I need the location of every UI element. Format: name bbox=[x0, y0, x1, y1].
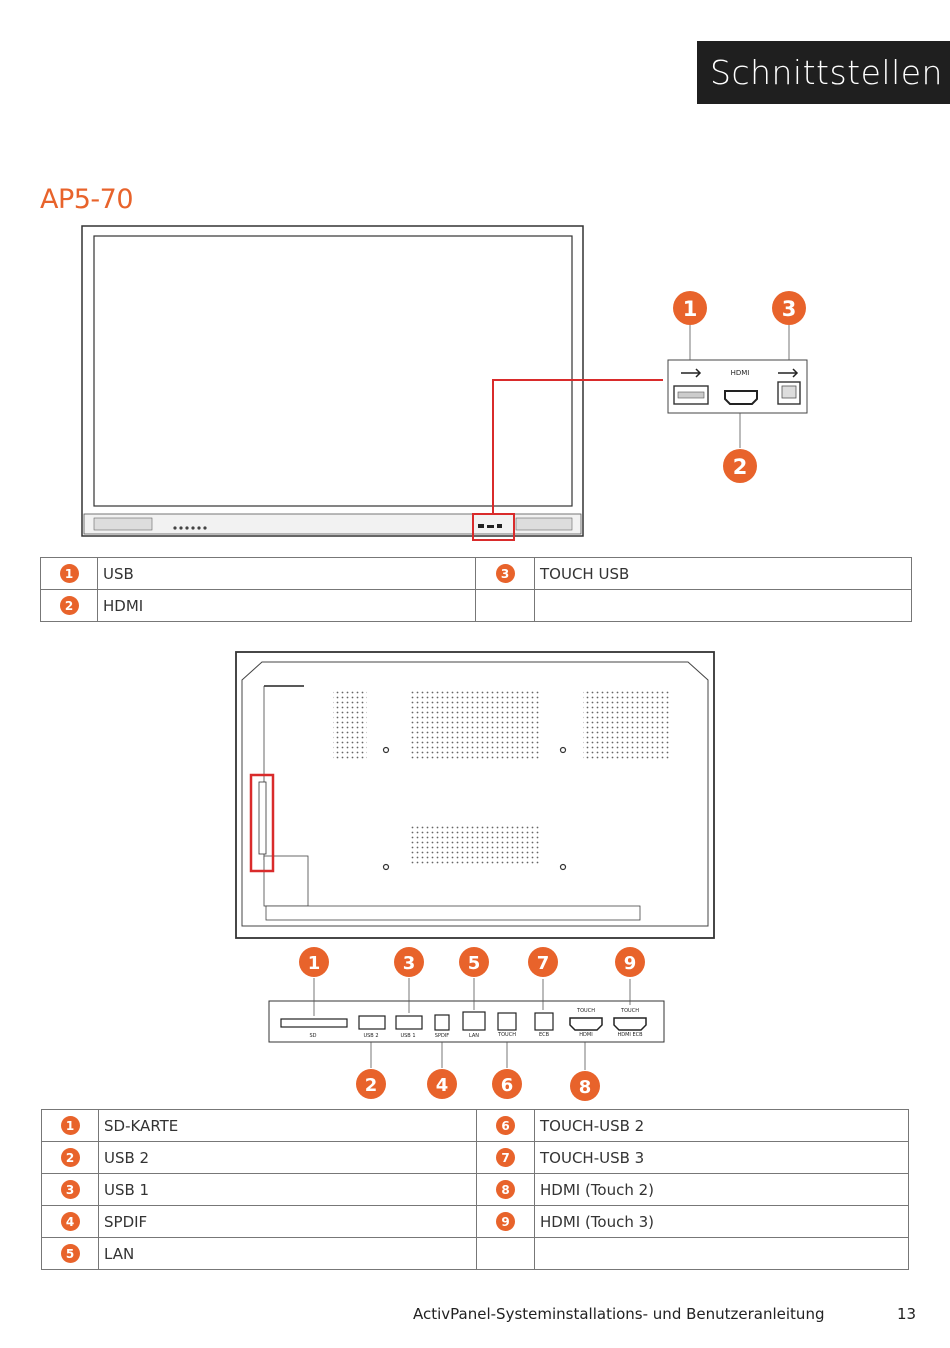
hdmi-touch3-port bbox=[613, 1017, 647, 1031]
hdmi-touch3-label: HDMI ECB bbox=[617, 1032, 643, 1038]
spdif-label: SPDIF bbox=[435, 1033, 450, 1039]
legend-number: 4 bbox=[60, 1212, 80, 1232]
callout-6: 6 bbox=[492, 1069, 522, 1099]
svg-text:8: 8 bbox=[579, 1077, 592, 1098]
hdmi-touch2-top-label: TOUCH bbox=[576, 1008, 595, 1014]
svg-text:5: 5 bbox=[468, 953, 481, 974]
lan-port bbox=[462, 1011, 486, 1031]
table-row: 1 USB 3 TOUCH USB bbox=[40, 557, 912, 590]
svg-text:6: 6 bbox=[501, 1075, 514, 1096]
legend-label: USB 1 bbox=[98, 1173, 477, 1206]
svg-text:2: 2 bbox=[365, 1075, 378, 1096]
section-title: Schnittstellen bbox=[710, 53, 943, 92]
svg-text:3: 3 bbox=[403, 953, 416, 974]
touch-usb2-port bbox=[497, 1012, 517, 1031]
front-bezel-strip bbox=[83, 513, 582, 535]
legend-number: 9 bbox=[496, 1212, 515, 1232]
rear-panel-diagram: SD USB 2 USB 1 SPDIF LAN TOUCH ECB HDMI … bbox=[235, 651, 715, 1101]
legend-number: 2 bbox=[59, 596, 79, 616]
vent-left bbox=[333, 689, 367, 761]
touch-usb2-label: TOUCH bbox=[497, 1032, 516, 1038]
legend-label: HDMI (Touch 3) bbox=[534, 1205, 909, 1238]
usb-icon bbox=[681, 368, 702, 378]
hdmi-touch3-top-label: TOUCH bbox=[620, 1008, 639, 1014]
callout-1: 1 bbox=[673, 291, 707, 325]
svg-text:1: 1 bbox=[683, 297, 698, 321]
table-row: 5 LAN bbox=[41, 1237, 909, 1270]
vent-bottom bbox=[410, 826, 539, 866]
callout-3: 3 bbox=[772, 291, 806, 325]
speaker-right bbox=[515, 517, 573, 531]
legend-label: HDMI (Touch 2) bbox=[534, 1173, 909, 1206]
callout-3: 3 bbox=[394, 947, 424, 977]
legend-front: 1 USB 3 TOUCH USB 2 HDMI bbox=[40, 557, 912, 622]
svg-text:2: 2 bbox=[733, 455, 748, 479]
hdmi-port-label: HDMI bbox=[731, 369, 750, 377]
legend-label: SD-KARTE bbox=[98, 1109, 477, 1142]
legend-rear: 1 SD-KARTE 6 TOUCH-USB 2 2 USB 2 7 TOUCH… bbox=[41, 1109, 909, 1270]
rear-inner-outline bbox=[241, 661, 709, 927]
svg-text:1: 1 bbox=[308, 953, 321, 974]
legend-label: USB 2 bbox=[98, 1141, 477, 1174]
hdmi-touch2-label: HDMI bbox=[579, 1032, 592, 1038]
callout-2: 2 bbox=[356, 1069, 386, 1099]
usb1-label: USB 1 bbox=[400, 1033, 415, 1039]
callout-1: 1 bbox=[299, 947, 329, 977]
callout-8: 8 bbox=[570, 1071, 600, 1101]
table-row: 1 SD-KARTE 6 TOUCH-USB 2 bbox=[41, 1109, 909, 1142]
model-name: AP5-70 bbox=[40, 184, 134, 215]
vent-center bbox=[410, 689, 539, 761]
sd-label: SD bbox=[309, 1033, 316, 1039]
sd-slot bbox=[280, 1018, 348, 1028]
vent-right bbox=[583, 689, 670, 761]
speaker-left bbox=[93, 517, 153, 531]
usb2-port bbox=[358, 1015, 386, 1030]
front-panel-diagram: HDMI 1 3 2 bbox=[81, 225, 808, 541]
legend-label: USB bbox=[97, 557, 476, 590]
legend-label: TOUCH-USB 2 bbox=[534, 1109, 909, 1142]
legend-label: SPDIF bbox=[98, 1205, 477, 1238]
lan-label: LAN bbox=[469, 1033, 479, 1039]
callout-7: 7 bbox=[528, 947, 558, 977]
legend-number: 2 bbox=[60, 1148, 80, 1168]
touch-usb3-label: ECB bbox=[539, 1032, 550, 1038]
legend-number: 1 bbox=[59, 564, 79, 584]
table-row: 2 USB 2 7 TOUCH-USB 3 bbox=[41, 1141, 909, 1174]
legend-number: 1 bbox=[60, 1116, 80, 1136]
usb1-port bbox=[395, 1015, 423, 1030]
legend-label: TOUCH-USB 3 bbox=[534, 1141, 909, 1174]
hdmi-port bbox=[724, 390, 758, 405]
section-header: Schnittstellen bbox=[697, 41, 950, 104]
callout-9: 9 bbox=[615, 947, 645, 977]
touch-usb-icon bbox=[778, 368, 799, 378]
page-number: 13 bbox=[897, 1305, 917, 1323]
svg-text:7: 7 bbox=[537, 953, 550, 974]
table-row: 4 SPDIF 9 HDMI (Touch 3) bbox=[41, 1205, 909, 1238]
legend-number: 7 bbox=[496, 1148, 515, 1168]
spdif-port bbox=[434, 1014, 450, 1031]
table-row: 3 USB 1 8 HDMI (Touch 2) bbox=[41, 1173, 909, 1206]
legend-label: HDMI bbox=[97, 589, 476, 622]
hdmi-touch2-port bbox=[569, 1017, 603, 1031]
legend-number: 6 bbox=[496, 1116, 515, 1136]
legend-label: LAN bbox=[98, 1237, 477, 1270]
svg-text:9: 9 bbox=[624, 953, 637, 974]
svg-text:4: 4 bbox=[436, 1075, 449, 1096]
front-buttons bbox=[173, 526, 207, 530]
callout-5: 5 bbox=[459, 947, 489, 977]
rear-port-highlight bbox=[249, 773, 275, 873]
legend-label: TOUCH USB bbox=[534, 557, 912, 590]
touch-usb3-port bbox=[534, 1012, 554, 1031]
legend-number: 3 bbox=[495, 564, 515, 584]
legend-number: 8 bbox=[496, 1180, 515, 1200]
callout-4: 4 bbox=[427, 1069, 457, 1099]
highlight-leader bbox=[492, 379, 663, 514]
usb2-label: USB 2 bbox=[363, 1033, 378, 1039]
legend-number: 5 bbox=[60, 1244, 80, 1264]
legend-number: 3 bbox=[60, 1180, 80, 1200]
callout-2: 2 bbox=[723, 449, 757, 483]
footer-text: ActivPanel-Systeminstallations- und Benu… bbox=[413, 1305, 825, 1323]
svg-text:3: 3 bbox=[782, 297, 797, 321]
table-row: 2 HDMI bbox=[40, 589, 912, 622]
